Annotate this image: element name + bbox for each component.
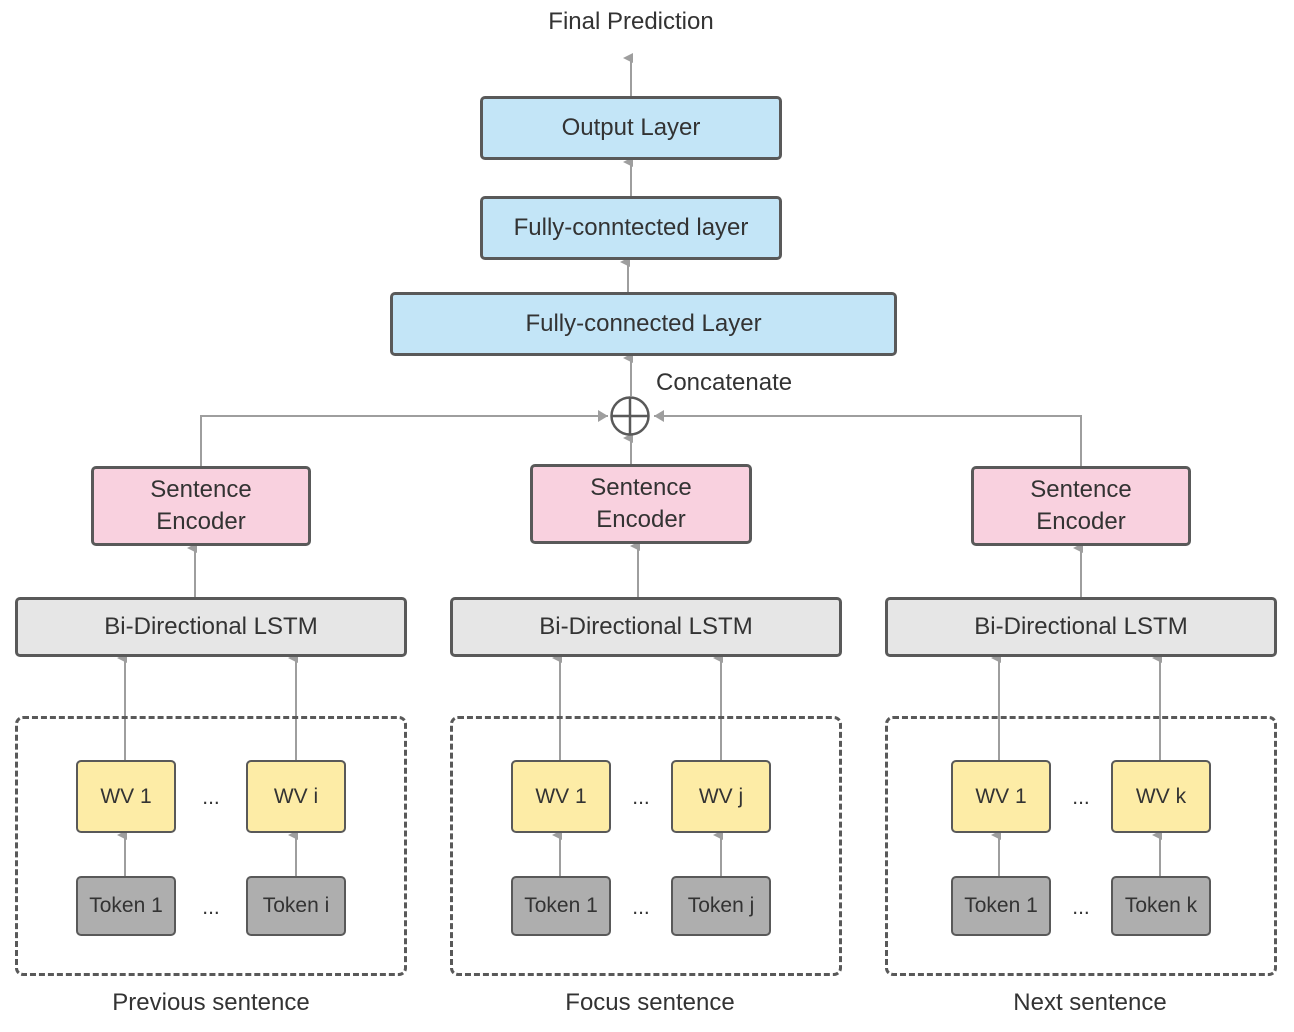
ellipsis: ... [632, 896, 650, 919]
word-vector-label: WV 1 [535, 784, 587, 808]
word-vector-label: WV 1 [100, 784, 152, 808]
concatenate-label: Concatenate [656, 369, 793, 396]
sentence-caption: Previous sentence [112, 989, 310, 1016]
token-label: Token k [1124, 894, 1198, 917]
token-box: Token j [671, 876, 771, 936]
bi-directional-lstm-label: Bi-Directional LSTM [974, 613, 1188, 640]
word-vector-label: WV k [1135, 784, 1187, 808]
token-label: Token j [687, 894, 755, 917]
fully-connected-layer-bottom-label: Fully-connected Layer [525, 310, 762, 337]
bi-directional-lstm-box: Bi-Directional LSTM [885, 597, 1277, 657]
sentence-encoder-label-line1: Sentence [150, 476, 252, 503]
token-box: Token k [1111, 876, 1211, 936]
sentence-encoder-label-line2: Encoder [1036, 508, 1126, 535]
word-vector-box: WV i [246, 760, 346, 833]
fully-connected-layer-top-box: Fully-conntected layer [480, 196, 782, 260]
ellipsis: ... [1072, 786, 1090, 809]
word-vector-box: WV 1 [951, 760, 1051, 833]
word-vector-box: WV j [671, 760, 771, 833]
sentence-encoder-label-line2: Encoder [156, 508, 246, 535]
output-layer-box: Output Layer [480, 96, 782, 160]
ellipsis: ... [1072, 896, 1090, 919]
word-vector-label: WV 1 [975, 784, 1027, 808]
word-vector-label: WV j [698, 784, 744, 808]
ellipsis: ... [202, 896, 220, 919]
word-vector-label: WV i [273, 784, 319, 808]
word-vector-box: WV k [1111, 760, 1211, 833]
token-label: Token 1 [964, 894, 1038, 917]
fully-connected-layer-top-label: Fully-conntected layer [513, 214, 749, 241]
arrow-next-encoder-to-concat [654, 410, 1082, 466]
sentence-encoder-label-line1: Sentence [590, 474, 692, 501]
final-prediction-label: Final Prediction [548, 8, 714, 35]
bi-directional-lstm-box: Bi-Directional LSTM [450, 597, 842, 657]
sentence-token-group [15, 716, 407, 976]
bi-directional-lstm-box: Bi-Directional LSTM [15, 597, 407, 657]
fully-connected-layer-bottom-box: Fully-connected Layer [390, 292, 897, 356]
sentence-caption: Next sentence [1013, 989, 1167, 1016]
ellipsis: ... [202, 786, 220, 809]
bi-directional-lstm-label: Bi-Directional LSTM [104, 613, 318, 640]
word-vector-box: WV 1 [511, 760, 611, 833]
bi-directional-lstm-label: Bi-Directional LSTM [539, 613, 753, 640]
ellipsis: ... [632, 786, 650, 809]
token-label: Token i [262, 894, 330, 917]
sentence-encoder-label-line1: Sentence [1030, 476, 1132, 503]
arrow-prev-encoder-to-concat [200, 410, 608, 466]
sentence-encoder-label-line2: Encoder [596, 506, 686, 533]
concatenate-plus-icon [610, 396, 650, 436]
output-layer-label: Output Layer [561, 114, 701, 141]
word-vector-box: WV 1 [76, 760, 176, 833]
sentence-token-group [885, 716, 1277, 976]
token-box: Token 1 [951, 876, 1051, 936]
sentence-caption: Focus sentence [565, 989, 735, 1016]
sentence-token-group [450, 716, 842, 976]
token-label: Token 1 [89, 894, 163, 917]
token-box: Token 1 [76, 876, 176, 936]
token-box: Token 1 [511, 876, 611, 936]
token-box: Token i [246, 876, 346, 936]
token-label: Token 1 [524, 894, 598, 917]
